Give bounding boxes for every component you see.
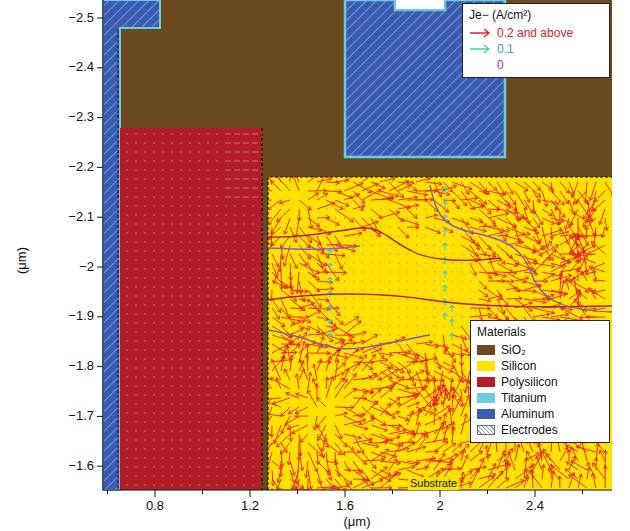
current-vectors	[268, 177, 612, 490]
y-tick-label: −2.2	[68, 160, 94, 175]
axis-title: (μm)	[15, 247, 30, 274]
y-tick	[97, 67, 103, 68]
legend-text: Silicon	[501, 359, 536, 373]
x-tick	[392, 490, 393, 494]
junction-contour	[268, 330, 430, 349]
legend-entry: Titanium	[477, 390, 603, 406]
y-tick-label: −2.1	[68, 210, 94, 225]
x-tick	[345, 490, 346, 497]
x-tick	[155, 490, 156, 497]
legend-text: 0.1	[497, 42, 514, 56]
arrow-sample	[469, 27, 491, 39]
y-tick	[97, 366, 103, 367]
y-tick-label: −1.8	[68, 359, 94, 374]
y-tick	[97, 217, 103, 218]
polysilicon-gate	[120, 128, 262, 490]
current-legend: Je− (A/cm²) 0.2 and above 0.1 0	[462, 3, 610, 78]
y-tick-label: −2.4	[68, 60, 94, 75]
legend-title: Materials	[477, 325, 603, 339]
y-tick	[97, 117, 103, 118]
arrow-sample	[469, 59, 491, 71]
region-label: Substrate	[408, 477, 459, 490]
legend-entry: 0.1	[469, 41, 603, 57]
y-tick-label: −1.7	[68, 409, 94, 424]
legend-entry: SiO₂	[477, 342, 603, 358]
x-tick-label: 2.4	[526, 499, 544, 514]
legend-text: Aluminum	[501, 407, 554, 421]
y-tick-label: −1.9	[68, 309, 94, 324]
legend-swatch	[477, 425, 495, 435]
y-tick	[97, 316, 103, 317]
notch	[396, 0, 444, 9]
x-tick-label: 1.2	[241, 499, 259, 514]
junction-contour	[268, 294, 612, 307]
legend-text: 0	[497, 58, 504, 72]
y-tick-label: −2.5	[68, 11, 94, 26]
legend-entry: 0.2 and above	[469, 25, 603, 41]
legend-swatch	[477, 409, 495, 419]
legend-title: Je− (A/cm²)	[469, 8, 603, 22]
junction-contour	[268, 246, 360, 249]
y-tick	[97, 167, 103, 168]
x-tick	[107, 490, 108, 494]
boundary-line	[261, 128, 262, 490]
legend-swatch	[477, 377, 495, 387]
legend-entry: Polysilicon	[477, 374, 603, 390]
junction-contour	[268, 228, 500, 261]
legend-entry: Silicon	[477, 358, 603, 374]
y-tick-label: −2.3	[68, 110, 94, 125]
legend-text: SiO₂	[501, 343, 526, 357]
arrow-glyph	[470, 45, 489, 53]
junction-contour	[430, 185, 612, 312]
x-tick	[297, 490, 298, 494]
poly-vectors	[126, 134, 262, 485]
legend-swatch	[477, 393, 495, 403]
x-tick	[582, 490, 583, 494]
x-tick-label: 0.8	[146, 499, 164, 514]
x-tick-label: 1.6	[336, 499, 354, 514]
y-tick-label: −2	[79, 260, 94, 275]
oxide-region	[103, 0, 612, 490]
axis-title: (μm)	[344, 515, 371, 530]
x-tick	[440, 490, 441, 497]
boundary-line	[118, 30, 119, 490]
legend-text: Polysilicon	[501, 375, 558, 389]
current-vectors-low	[328, 187, 455, 340]
legend-text: Electrodes	[501, 423, 558, 437]
arrow-sample	[469, 43, 491, 55]
y-tick	[97, 416, 103, 417]
legend-text: Titanium	[501, 391, 547, 405]
y-tick	[97, 267, 103, 268]
x-tick	[250, 490, 251, 497]
legend-entry: 0	[469, 57, 603, 73]
x-tick-label: 2	[436, 499, 443, 514]
legend-entry: Aluminum	[477, 406, 603, 422]
materials-legend: MaterialsSiO₂ SiliconPolysiliconTitaniumA…	[470, 320, 610, 443]
arrow-glyph	[470, 29, 489, 37]
y-tick	[97, 18, 103, 19]
legend-swatch	[477, 361, 495, 371]
y-tick	[97, 466, 103, 467]
x-tick	[202, 490, 203, 494]
x-tick	[535, 490, 536, 497]
legend-entry: Electrodes	[477, 422, 603, 438]
legend-swatch	[477, 345, 495, 355]
y-tick-label: −1.6	[68, 459, 94, 474]
x-axis	[103, 489, 612, 490]
legend-text: 0.2 and above	[497, 26, 573, 40]
x-tick	[487, 490, 488, 494]
